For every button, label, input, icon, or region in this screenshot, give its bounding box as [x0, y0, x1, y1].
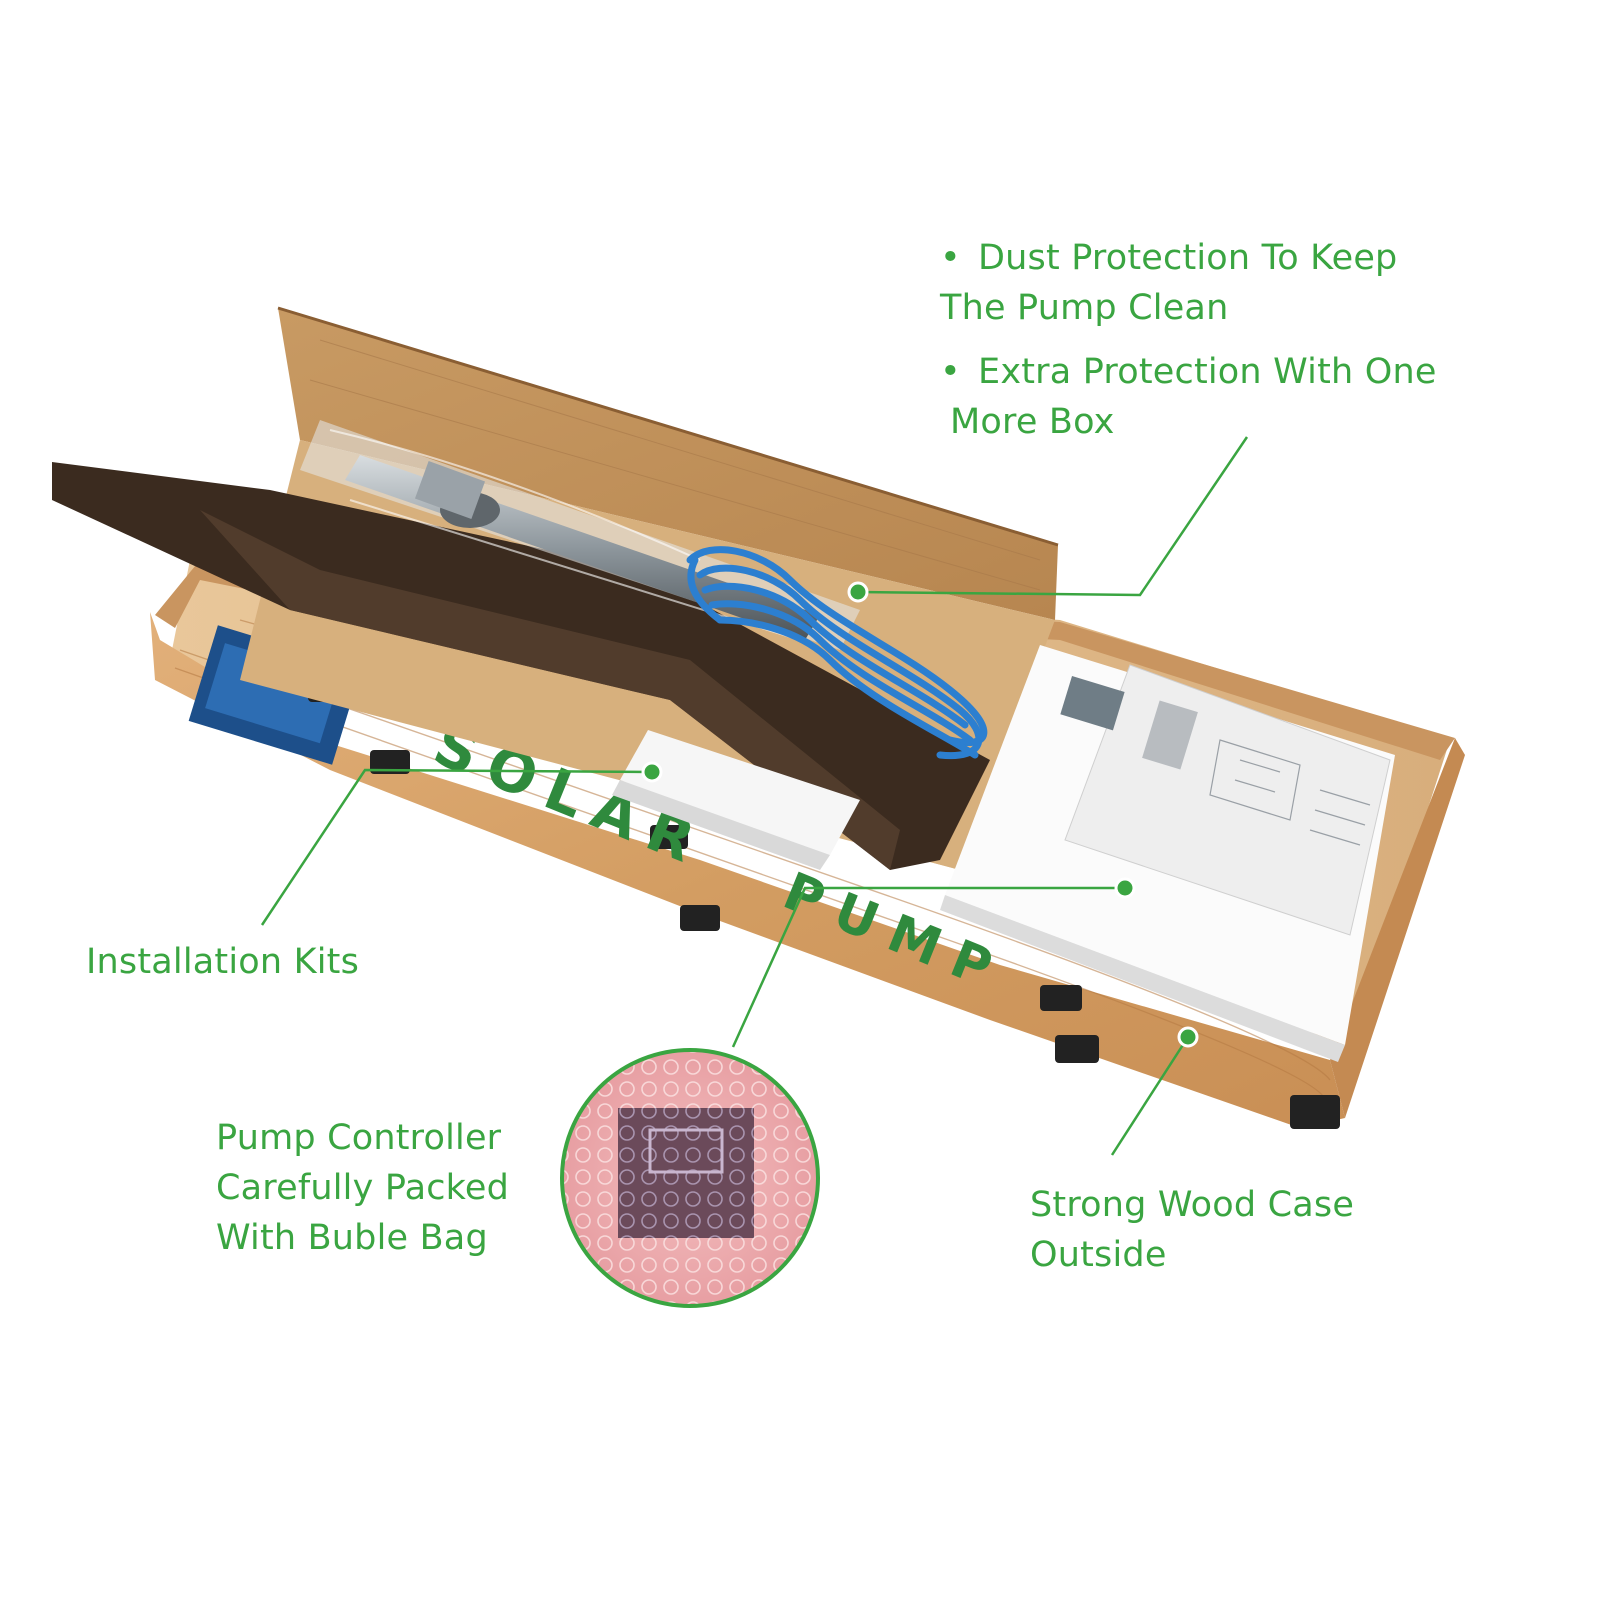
dust-protection-line2: The Pump Clean [940, 288, 1229, 328]
bullet-icon: • [940, 238, 961, 278]
label-dust-protection: • Dust Protection To Keep The Pump Clean [940, 233, 1397, 333]
leader-lines [260, 436, 1249, 1156]
wood-case-line1: Strong Wood Case [1030, 1185, 1355, 1225]
installation-kit-box [620, 730, 860, 855]
label-pump-controller: Pump Controller Carefully Packed With Bu… [216, 1113, 509, 1263]
bullet-icon: • [940, 352, 961, 392]
label-wood-case: Strong Wood Case Outside [1030, 1180, 1354, 1280]
pump-controller-line3: With Buble Bag [216, 1218, 488, 1258]
pump-controller-line2: Carefully Packed [216, 1168, 510, 1208]
callout-dots [641, 581, 1199, 1048]
cardboard-box [52, 306, 1059, 870]
case-end-panel [1330, 738, 1465, 1118]
label-extra-protection: • Extra Protection With One More Box [940, 347, 1437, 447]
label-installation-kits: Installation Kits [86, 942, 360, 982]
dust-protection-line1: Dust Protection To Keep [978, 238, 1398, 278]
extra-protection-line1: Extra Protection With One [978, 352, 1437, 392]
controller-box [940, 645, 1395, 1062]
cardboard-lid [278, 308, 1058, 620]
wood-case-line2: Outside [1030, 1235, 1167, 1275]
submersible-pump [300, 420, 860, 650]
blue-cable-coil [686, 546, 988, 760]
bubble-bag-inset [560, 1048, 820, 1308]
pump-controller-line1: Pump Controller [216, 1118, 502, 1158]
extra-protection-line2: More Box [950, 402, 1115, 442]
